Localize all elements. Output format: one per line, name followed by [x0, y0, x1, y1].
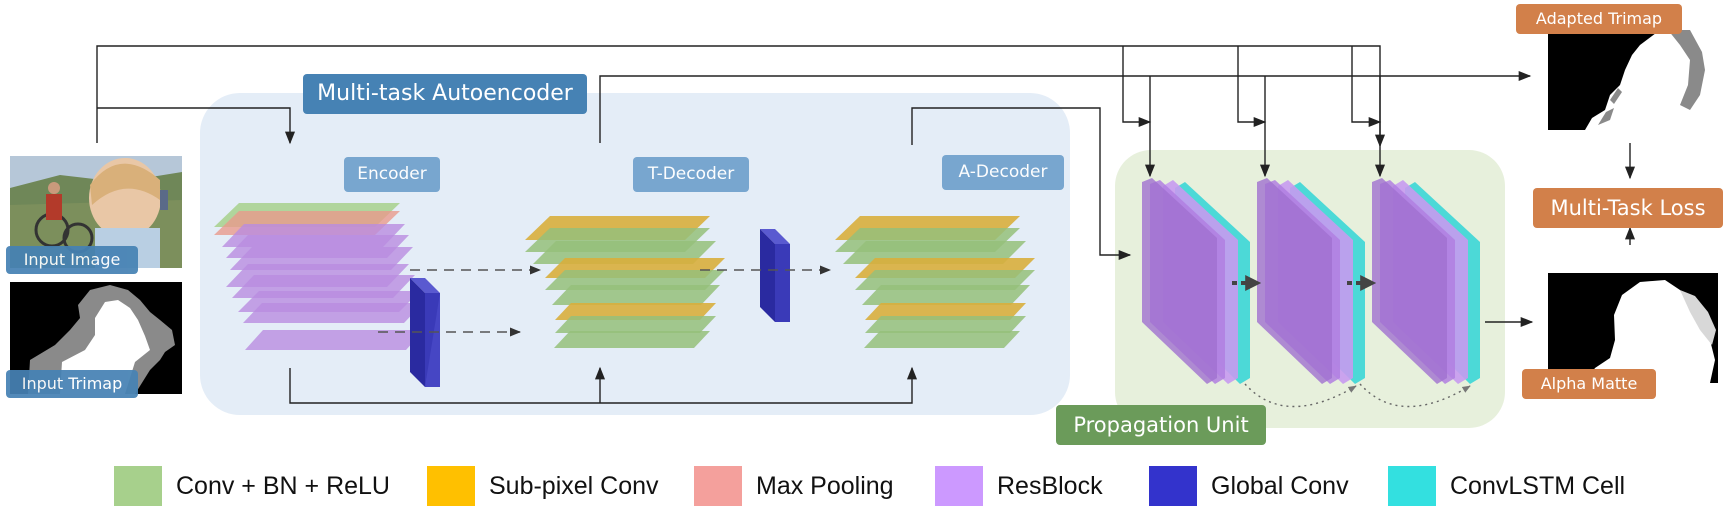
propagation-block-1 [1142, 178, 1250, 384]
curved-state-arrows [1244, 383, 1471, 408]
legend-swatch-conv [114, 466, 162, 506]
tdecoder-stack [525, 216, 725, 348]
legend-item-globalconv: Global Conv [1149, 464, 1349, 508]
legend-label-maxpool: Max Pooling [756, 471, 894, 500]
global-conv-block-2 [760, 229, 790, 322]
alpha-matte-label: Alpha Matte [1522, 369, 1656, 399]
adecoder-label: A-Decoder [942, 155, 1064, 190]
legend-label-globalconv: Global Conv [1211, 471, 1349, 500]
legend-swatch-resblock [935, 466, 983, 506]
connector-lines [96, 45, 1636, 404]
propagation-block-3 [1372, 178, 1480, 384]
propagation-block-2 [1257, 178, 1365, 384]
adecoder-stack [835, 216, 1035, 348]
tdecoder-label: T-Decoder [633, 157, 749, 192]
legend-swatch-convlstm [1388, 466, 1436, 506]
adapted-trimap-image [1548, 30, 1718, 130]
legend-swatch-globalconv [1149, 466, 1197, 506]
input-image-label: Input Image [6, 246, 138, 274]
legend-label-subpixel: Sub-pixel Conv [489, 471, 659, 500]
alpha-matte-image [1548, 273, 1718, 383]
legend-item-convlstm: ConvLSTM Cell [1388, 464, 1625, 508]
input-trimap-label: Input Trimap [6, 370, 138, 398]
legend-item-conv: Conv + BN + ReLU [114, 464, 390, 508]
encoder-label: Encoder [344, 157, 440, 192]
adapted-trimap-label: Adapted Trimap [1516, 4, 1682, 34]
multitask-loss-label: Multi-Task Loss [1533, 188, 1723, 228]
legend-item-maxpool: Max Pooling [694, 464, 894, 508]
legend-item-subpixel: Sub-pixel Conv [427, 464, 659, 508]
dashed-flow-arrows [378, 265, 832, 337]
legend-label-conv: Conv + BN + ReLU [176, 471, 390, 500]
legend-swatch-maxpool [694, 466, 742, 506]
encoder-stack [214, 203, 424, 350]
legend-item-resblock: ResBlock [935, 464, 1103, 508]
legend-swatch-subpixel [427, 466, 475, 506]
legend-label-convlstm: ConvLSTM Cell [1450, 471, 1626, 500]
propagation-unit-label: Propagation Unit [1056, 405, 1266, 445]
legend-label-resblock: ResBlock [997, 471, 1103, 500]
multitask-autoencoder-label: Multi-task Autoencoder [303, 74, 587, 114]
